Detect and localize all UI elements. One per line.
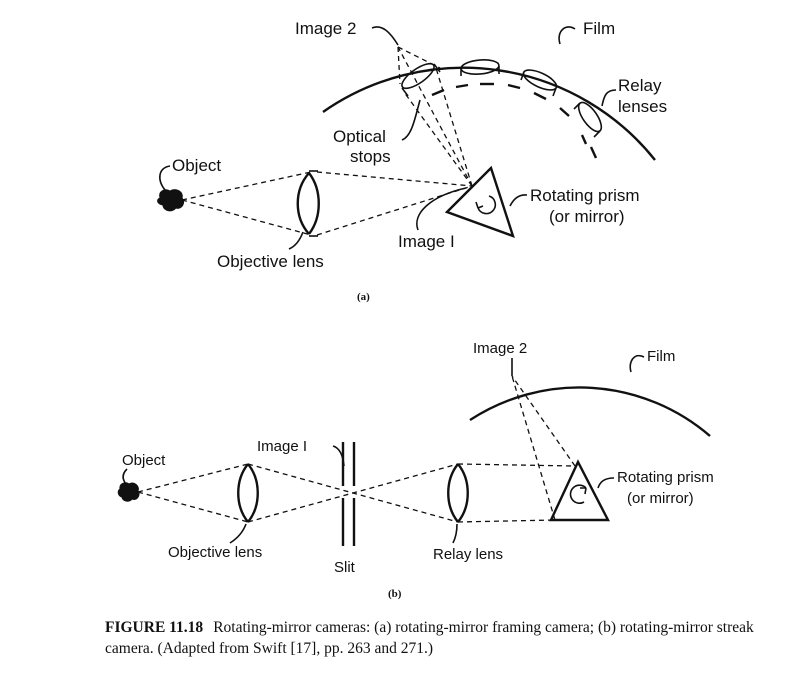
relay-label-line2-a: lenses [618,97,667,116]
objective-pointer-a [288,231,304,250]
relay-pointer-a [601,89,617,107]
caption-text: Rotating-mirror cameras: (a) rotating-mi… [105,619,754,657]
film-label-a: Film [583,19,615,38]
object-blob-a [157,189,185,212]
image1-label-a: Image I [398,232,455,251]
image2-label-b: Image 2 [473,340,527,357]
film-pointer-b [629,354,645,373]
objective-lens-b [237,463,259,523]
object-label-a: Object [172,156,221,175]
object-blob-b [117,482,140,502]
prism-label-line1-b: Rotating prism [617,469,714,486]
objective-label-b: Objective lens [168,544,262,561]
prism-label-line2-b: (or mirror) [627,490,694,507]
prism-label-line1-a: Rotating prism [530,186,640,205]
stops-label-line2-a: stops [350,147,391,166]
prism-label-line2-a: (or mirror) [549,207,625,226]
rotating-prism-a [444,165,515,238]
panel-tag-a: (a) [357,291,370,303]
film-arc-b [469,386,711,437]
stops-label-line1-a: Optical [333,127,386,146]
slit-b [341,442,356,546]
relay-lenses-a [401,59,603,138]
relay-label-b: Relay lens [433,546,503,563]
figure-number: FIGURE 11.18 [105,619,204,636]
objective-pointer-b [229,523,247,544]
film-pointer-a [558,26,576,45]
ray-paths-b [137,375,576,523]
objective-label-a: Objective lens [217,252,324,271]
stops-pointer-a [401,99,421,141]
film-label-b: Film [647,348,675,365]
relay-lens-b [447,463,469,523]
image2-pointer-a [371,26,399,46]
image1-pointer-b [332,445,345,467]
object-pointer-a [159,165,171,191]
panel-tag-b: (b) [388,588,402,600]
relay-label-line1-a: Relay [618,76,662,95]
image1-pointer-a [416,187,467,231]
object-label-b: Object [122,452,166,469]
image2-label-a: Image 2 [295,19,356,38]
panel-a-framing-camera: Film Image 2 Relay lenses [157,19,667,303]
object-pointer-b [122,468,128,485]
rotating-prism-b [549,459,610,522]
optical-stops-a [431,82,598,159]
slit-label-b: Slit [334,559,356,576]
image1-label-b: Image I [257,438,307,455]
relay-pointer-b [452,523,458,544]
prism-pointer-a [509,194,528,207]
prism-pointer-b [597,477,615,489]
panel-b-streak-camera: Film Image 2 Object Objective lens Slit … [117,340,714,600]
objective-lens-a [296,170,320,237]
